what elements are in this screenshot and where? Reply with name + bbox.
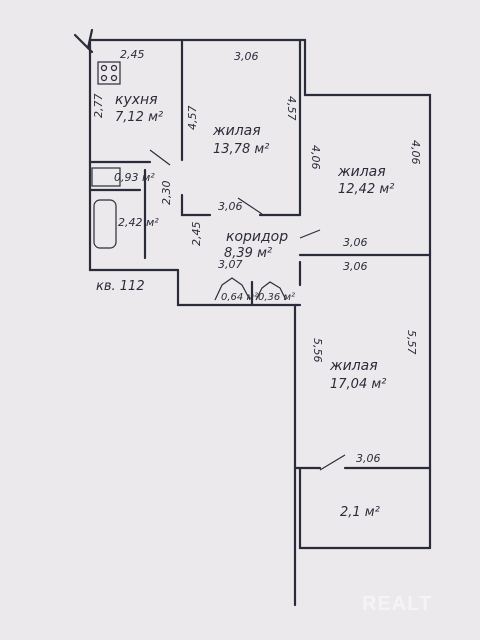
burner-icon bbox=[100, 64, 108, 72]
closet-1-outline bbox=[214, 277, 251, 301]
dim-room3-right: 5,57 bbox=[405, 330, 418, 355]
dim-kitchen-left: 2,77 bbox=[92, 94, 105, 119]
toilet-icon bbox=[91, 167, 121, 187]
room-area-corridor: 8,39 м² bbox=[224, 246, 272, 261]
dim-room3-left: 5,56 bbox=[311, 338, 324, 363]
outer-wall-right bbox=[88, 38, 432, 550]
room-name-living-3: жилая bbox=[329, 358, 378, 374]
dim-room1-right: 4,57 bbox=[285, 96, 298, 121]
dim-room2-right: 4,06 bbox=[409, 140, 422, 165]
fixtures bbox=[91, 61, 171, 249]
apartment-label: кв. 112 bbox=[96, 279, 145, 294]
watermark-logo: REALT bbox=[362, 593, 432, 615]
stove-icon bbox=[97, 61, 121, 85]
dim-corridor-low: 3,07 bbox=[218, 258, 243, 271]
room-area-closet-1: 0,64 м² bbox=[221, 292, 258, 303]
room-name-kitchen: кухня bbox=[115, 92, 158, 108]
dim-room1-top: 3,06 bbox=[234, 50, 259, 63]
room-area-kitchen: 7,12 м² bbox=[115, 110, 163, 125]
burner-icon bbox=[110, 74, 118, 82]
room-labels: кухня 7,12 м² жилая 13,78 м² жилая 12,42… bbox=[96, 92, 394, 520]
dim-kitchen-top: 2,45 bbox=[120, 48, 145, 61]
bathtub-icon bbox=[93, 199, 117, 249]
burner-icon bbox=[110, 64, 118, 72]
wall-corner-mark bbox=[73, 33, 94, 54]
room1-door-swing bbox=[237, 197, 263, 215]
room-area-living-1: 13,78 м² bbox=[213, 142, 269, 157]
dim-room2-left: 4,06 bbox=[309, 145, 322, 170]
burner-icon bbox=[100, 74, 108, 82]
dim-corridor-side: 2,45 bbox=[190, 222, 203, 247]
dim-corridor-bottom-right: 3,06 bbox=[343, 260, 368, 273]
dim-room1-bottom: 3,06 bbox=[218, 200, 243, 213]
room-name-living-2: жилая bbox=[337, 164, 386, 180]
dim-bath-side: 2,30 bbox=[160, 181, 173, 206]
room-area-balcony: 2,1 м² bbox=[340, 505, 380, 520]
room-name-corridor: коридор bbox=[226, 229, 288, 245]
outer-wall-left bbox=[88, 38, 180, 272]
dimension-labels: 2,45 3,06 2,77 4,57 4,57 3,06 4,06 4,06 … bbox=[92, 48, 422, 465]
room-name-living-1: жилая bbox=[212, 123, 261, 139]
room-area-living-2: 12,42 м² bbox=[338, 182, 394, 197]
room-area-bath: 2,42 м² bbox=[118, 216, 159, 229]
dim-room3-bottom: 3,06 bbox=[356, 452, 381, 465]
balcony-outline bbox=[298, 466, 432, 550]
room2-door-swing bbox=[299, 229, 321, 239]
room-area-wc: 0,93 м² bbox=[114, 171, 155, 184]
dim-room1-left: 4,57 bbox=[186, 106, 199, 131]
walls bbox=[73, 28, 432, 607]
wall-corner-mark-2 bbox=[86, 28, 94, 50]
room-area-living-3: 17,04 м² bbox=[330, 377, 386, 392]
closet-2-outline bbox=[255, 281, 287, 301]
kitchen-door-swing bbox=[149, 149, 171, 166]
room3-door-swing bbox=[319, 454, 346, 471]
room1-bottom-left bbox=[180, 193, 212, 217]
dim-corridor-top: 3,06 bbox=[343, 236, 368, 249]
corridor-bottom-wall bbox=[176, 268, 302, 307]
room-area-closet-2: 0,36 м² bbox=[258, 292, 295, 303]
